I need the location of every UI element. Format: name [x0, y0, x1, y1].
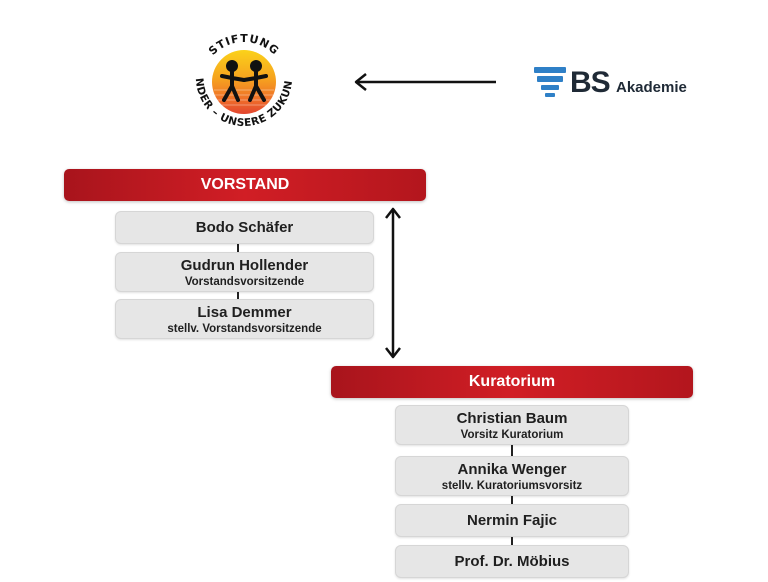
member-name: Prof. Dr. Möbius	[454, 553, 570, 570]
double-arrow-icon	[385, 207, 401, 359]
vorstand-header: VORSTAND	[64, 169, 426, 201]
member-name: Lisa Demmer	[197, 304, 292, 321]
member-role: Vorstandsvorsitzende	[184, 276, 305, 288]
bs-stacked-bars-icon	[534, 67, 566, 97]
member-role: Vorsitz Kuratorium	[460, 429, 564, 441]
member-name: Nermin Fajic	[466, 512, 558, 529]
kuratorium-member: Annika Wenger stellv. Kuratoriumsvorsitz	[395, 456, 629, 496]
kuratorium-header: Kuratorium	[331, 366, 693, 398]
kuratorium-member: Prof. Dr. Möbius	[395, 545, 629, 578]
connector-line	[511, 537, 513, 545]
bs-brand-text: BS	[570, 66, 611, 99]
connector-line	[511, 445, 513, 456]
arrow-left-icon	[354, 73, 496, 91]
member-role: stellv. Kuratoriumsvorsitz	[441, 480, 583, 492]
connector-line	[237, 292, 239, 299]
member-role: stellv. Vorstandsvorsitzende	[167, 323, 322, 335]
member-name: Christian Baum	[456, 410, 568, 427]
bs-akademie-logo: BS Akademie	[534, 66, 704, 102]
member-name: Bodo Schäfer	[195, 219, 294, 236]
vorstand-member: Bodo Schäfer	[115, 211, 374, 244]
kuratorium-member: Nermin Fajic	[395, 504, 629, 537]
vorstand-member: Lisa Demmer stellv. Vorstandsvorsitzende	[115, 299, 374, 339]
connector-line	[237, 244, 239, 252]
connector-line	[511, 496, 513, 504]
stiftung-logo: STIFTUNG KINDER – UNSERE ZUKUNFT	[180, 20, 295, 129]
member-name: Annika Wenger	[457, 461, 567, 478]
kuratorium-member: Christian Baum Vorsitz Kuratorium	[395, 405, 629, 445]
vorstand-member: Gudrun Hollender Vorstandsvorsitzende	[115, 252, 374, 292]
member-name: Gudrun Hollender	[180, 257, 309, 274]
bs-sub-text: Akademie	[616, 79, 687, 96]
children-holding-hands-icon	[220, 60, 268, 102]
